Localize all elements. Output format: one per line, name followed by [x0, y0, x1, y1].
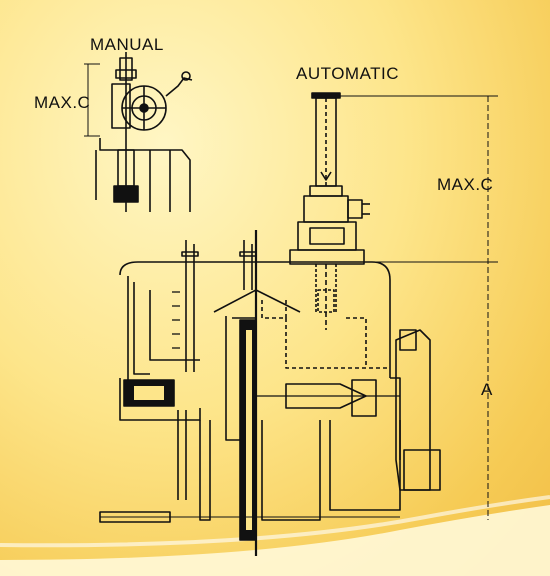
centrifuge-body [99, 230, 441, 556]
label-automatic: AUTOMATIC [296, 64, 400, 83]
label-max-c-automatic: MAX.C [437, 175, 494, 194]
left-columns [181, 240, 257, 372]
automatic-head [289, 92, 498, 520]
label-max-c-manual: MAX.C [34, 93, 91, 112]
base-frame [99, 410, 401, 523]
right-motor [256, 329, 441, 491]
label-a: A [481, 380, 493, 399]
tick-marks [172, 291, 180, 349]
manual-detail [84, 52, 193, 212]
label-manual: MANUAL [90, 35, 164, 54]
